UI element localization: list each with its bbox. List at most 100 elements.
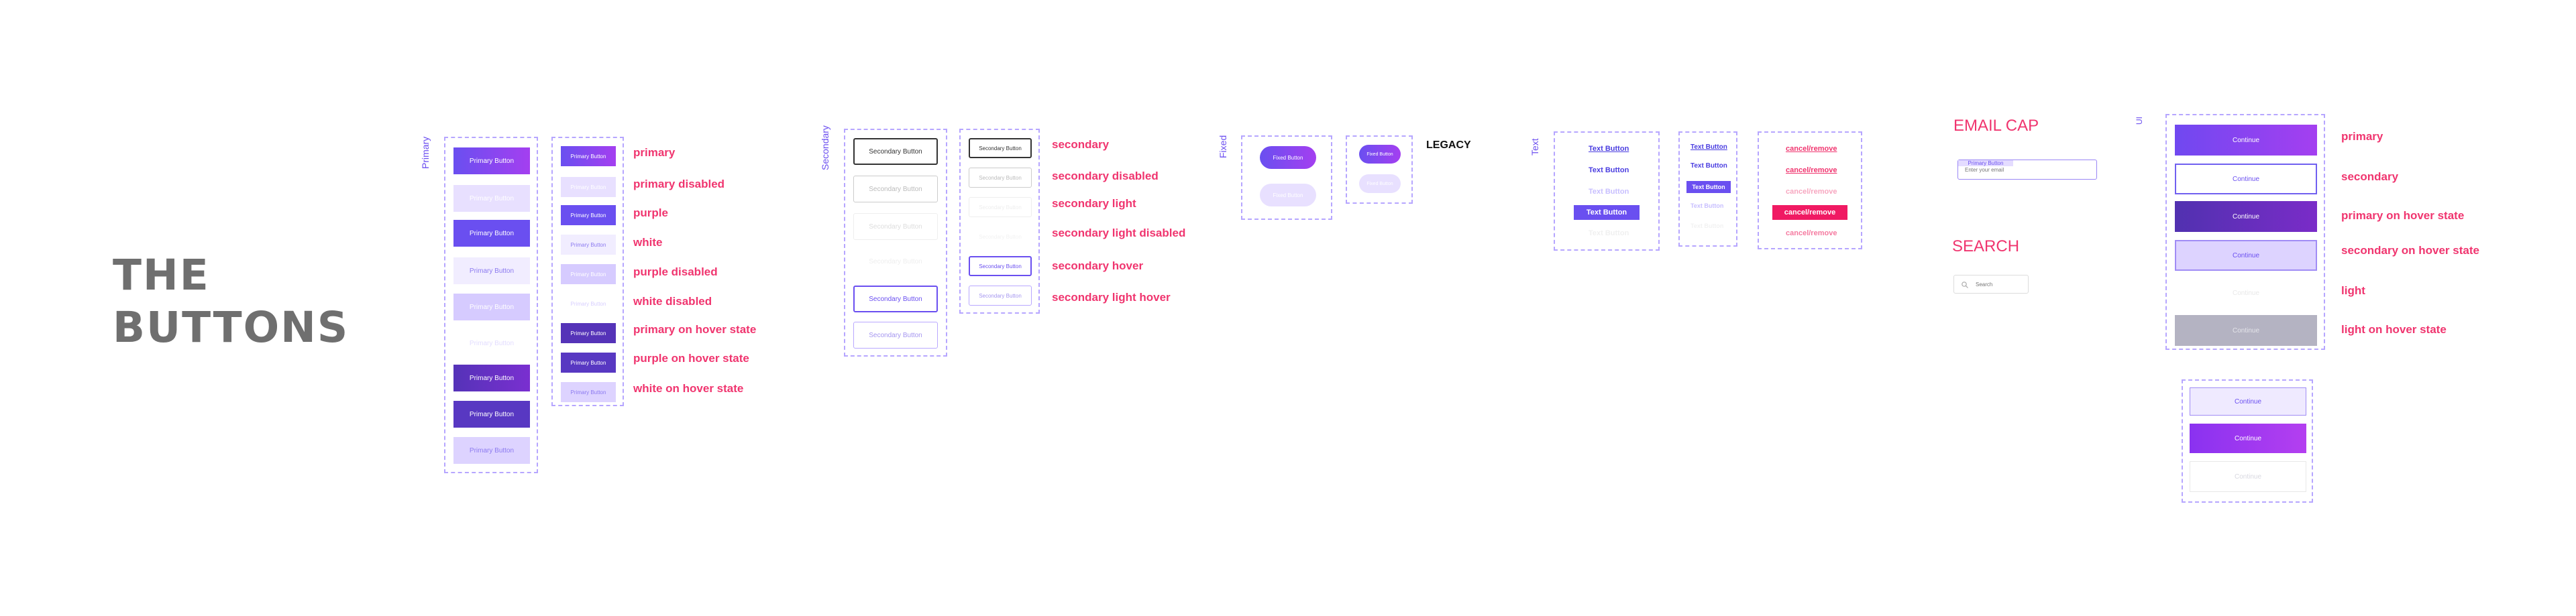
- purple-button-small[interactable]: Primary Button: [561, 205, 616, 225]
- ui-light-hover-button[interactable]: Continue: [2175, 315, 2317, 346]
- secondary-light-disabled-button-small: Secondary Button: [969, 227, 1032, 247]
- cancel-remove-link-disabled: cancel/remove: [1786, 188, 1837, 196]
- search-box: [1953, 275, 2029, 294]
- text-button-small-plain[interactable]: Text Button: [1690, 162, 1727, 170]
- page-title-line-2: BUTTONS: [113, 303, 350, 352]
- ui-small-secondary-button[interactable]: Continue: [2190, 387, 2306, 416]
- secondary-button[interactable]: Secondary Button: [853, 138, 938, 165]
- primary-hover-button[interactable]: Primary Button: [453, 365, 530, 391]
- ui-large-frame: Continue Continue Continue Continue Cont…: [2165, 114, 2325, 350]
- white-hover-button[interactable]: Primary Button: [453, 437, 530, 464]
- section-label-ui: UI: [2135, 117, 2144, 125]
- secondary-disabled-button-small: Secondary Button: [969, 168, 1032, 188]
- search-heading: SEARCH: [1952, 237, 2020, 255]
- fixed-small-frame: Fixed Button Fixed Button: [1346, 135, 1413, 204]
- cancel-remove-link-light: cancel/remove: [1786, 229, 1837, 237]
- section-label-fixed: Fixed: [1218, 135, 1228, 158]
- label-ui-light: light: [2341, 284, 2365, 297]
- search-icon: [1961, 280, 1969, 288]
- purple-hover-button-small[interactable]: Primary Button: [561, 353, 616, 373]
- label-ui-primary: primary: [2341, 130, 2383, 143]
- label-secondary-light-hover: secondary light hover: [1052, 291, 1171, 304]
- primary-hover-button-small[interactable]: Primary Button: [561, 323, 616, 343]
- secondary-small-frame: Secondary Button Secondary Button Second…: [959, 129, 1040, 314]
- page-title: THE BUTTONS: [113, 249, 349, 354]
- ui-secondary-hover-button[interactable]: Continue: [2175, 240, 2317, 271]
- secondary-light-disabled-button: Secondary Button: [853, 248, 938, 275]
- white-button-small[interactable]: Primary Button: [561, 235, 616, 255]
- text-button[interactable]: Text Button: [1589, 145, 1629, 153]
- purple-hover-button[interactable]: Primary Button: [453, 401, 530, 428]
- label-ui-primary-hover: primary on hover state: [2341, 209, 2465, 222]
- label-purple: purple: [633, 206, 668, 219]
- text-button-small[interactable]: Text Button: [1690, 143, 1727, 151]
- label-ui-secondary-hover: secondary on hover state: [2341, 244, 2479, 257]
- fixed-button[interactable]: Fixed Button: [1260, 146, 1316, 169]
- secondary-disabled-button: Secondary Button: [853, 176, 938, 202]
- label-secondary-light-disabled: secondary light disabled: [1052, 227, 1186, 239]
- email-cap-form: Primary Button: [1957, 160, 2097, 180]
- label-purple-disabled: purple disabled: [633, 265, 718, 278]
- secondary-large-frame: Secondary Button Secondary Button Second…: [844, 129, 947, 357]
- white-disabled-button-small: Primary Button: [561, 294, 616, 314]
- text-button-light: Text Button: [1589, 229, 1629, 237]
- secondary-light-hover-button-small[interactable]: Secondary Button: [969, 286, 1032, 306]
- purple-button[interactable]: Primary Button: [453, 220, 530, 247]
- text-button-small-filled[interactable]: Text Button: [1686, 181, 1731, 193]
- ui-secondary-button[interactable]: Continue: [2175, 164, 2317, 194]
- label-secondary-disabled: secondary disabled: [1052, 170, 1159, 182]
- legacy-label: LEGACY: [1426, 139, 1471, 151]
- email-submit-button[interactable]: Primary Button: [1958, 160, 2013, 166]
- section-label-primary: Primary: [420, 136, 431, 169]
- label-white-hover: white on hover state: [633, 382, 744, 395]
- page-title-line-1: THE: [113, 251, 210, 300]
- cancel-remove-button[interactable]: cancel/remove: [1772, 205, 1847, 220]
- text-button-plain[interactable]: Text Button: [1589, 166, 1629, 174]
- ui-primary-button[interactable]: Continue: [2175, 125, 2317, 156]
- text-large-frame: Text Button Text Button Text Button Text…: [1554, 131, 1660, 251]
- secondary-hover-button-small[interactable]: Secondary Button: [969, 256, 1032, 276]
- label-secondary-light: secondary light: [1052, 197, 1136, 210]
- cancel-remove-link-alt[interactable]: cancel/remove: [1786, 166, 1837, 174]
- text-button-disabled: Text Button: [1589, 188, 1629, 196]
- fixed-disabled-button-small: Fixed Button: [1359, 174, 1401, 193]
- ui-light-button[interactable]: Continue: [2175, 278, 2317, 308]
- primary-button-small[interactable]: Primary Button: [561, 146, 616, 166]
- fixed-disabled-button: Fixed Button: [1260, 184, 1316, 206]
- label-primary-disabled: primary disabled: [633, 178, 725, 190]
- primary-button[interactable]: Primary Button: [453, 147, 530, 174]
- secondary-light-button[interactable]: Secondary Button: [853, 213, 938, 240]
- label-secondary: secondary: [1052, 138, 1110, 151]
- purple-disabled-button: Primary Button: [453, 294, 530, 320]
- ui-primary-hover-button[interactable]: Continue: [2175, 201, 2317, 232]
- label-white-disabled: white disabled: [633, 295, 712, 308]
- text-small-frame: Text Button Text Button Text Button Text…: [1678, 131, 1737, 247]
- ui-small-primary-button[interactable]: Continue: [2190, 424, 2306, 453]
- label-primary-hover: primary on hover state: [633, 323, 757, 336]
- secondary-light-hover-button[interactable]: Secondary Button: [853, 322, 938, 349]
- section-label-secondary: Secondary: [820, 125, 830, 170]
- secondary-button-small[interactable]: Secondary Button: [969, 138, 1032, 158]
- secondary-hover-button[interactable]: Secondary Button: [853, 286, 938, 312]
- primary-small-frame: Primary Button Primary Button Primary Bu…: [551, 137, 624, 406]
- fixed-button-small[interactable]: Fixed Button: [1359, 145, 1401, 164]
- cancel-remove-frame: cancel/remove cancel/remove cancel/remov…: [1758, 131, 1862, 249]
- label-ui-secondary: secondary: [2341, 170, 2399, 183]
- label-white: white: [633, 236, 663, 249]
- text-button-filled[interactable]: Text Button: [1574, 205, 1640, 220]
- secondary-light-button-small[interactable]: Secondary Button: [969, 197, 1032, 217]
- search-input[interactable]: [1969, 281, 2028, 288]
- email-cap-heading: EMAIL CAP: [1953, 117, 2039, 135]
- white-hover-button-small[interactable]: Primary Button: [561, 382, 616, 402]
- primary-large-frame: Primary Button Primary Button Primary Bu…: [444, 137, 538, 473]
- label-ui-light-hover: light on hover state: [2341, 323, 2447, 336]
- label-secondary-hover: secondary hover: [1052, 259, 1144, 272]
- primary-disabled-button-small: Primary Button: [561, 177, 616, 197]
- cancel-remove-link[interactable]: cancel/remove: [1786, 145, 1837, 153]
- white-button[interactable]: Primary Button: [453, 257, 530, 284]
- label-purple-hover: purple on hover state: [633, 352, 749, 365]
- ui-small-light-button[interactable]: Continue: [2190, 461, 2306, 492]
- text-button-small-light: Text Button: [1690, 223, 1724, 229]
- section-label-text: Text: [1529, 138, 1540, 156]
- white-disabled-button: Primary Button: [453, 330, 530, 357]
